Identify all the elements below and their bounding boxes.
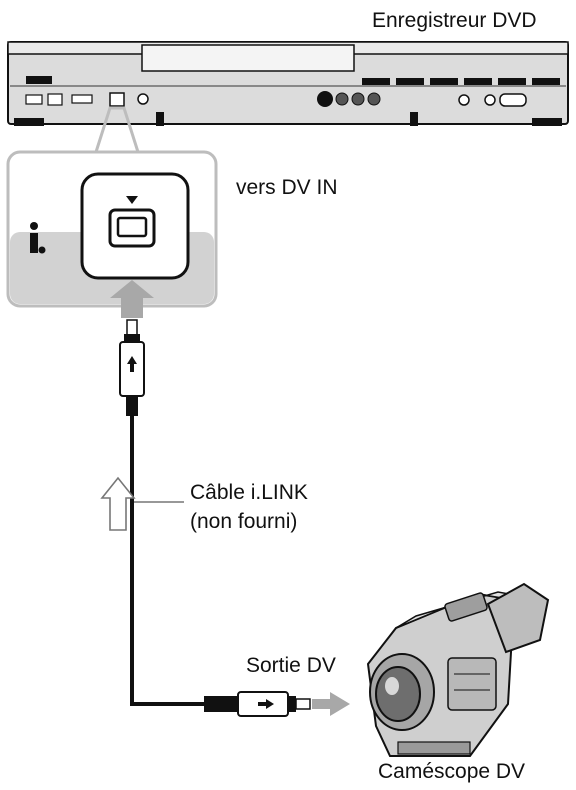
round-button-2 (484, 94, 496, 106)
camcorder-bottom (397, 741, 471, 755)
disc-tray (141, 44, 355, 72)
dv-out-label: Sortie DV (246, 654, 336, 677)
cable-label-line1: Câble i.LINK (190, 481, 308, 504)
av-jack-4 (367, 92, 381, 106)
top-plug-collar (124, 334, 140, 342)
bottom-plug-head (295, 698, 311, 710)
usb-port (71, 94, 93, 104)
viewfinder (486, 582, 550, 654)
bottom-plug-collar (288, 696, 296, 712)
top-plug-strain-relief (126, 396, 138, 416)
rocker-button (499, 93, 527, 107)
callout-connector (94, 106, 140, 153)
small-port (47, 93, 63, 106)
recorder-foot-mid-2 (410, 112, 418, 126)
recorder-label: Enregistreur DVD (372, 9, 537, 32)
camcorder-top-grip (444, 592, 488, 622)
power-button (26, 76, 52, 84)
control-button-3 (430, 78, 458, 85)
ilink-cable (100, 319, 350, 717)
arrow-right-icon (258, 699, 274, 709)
small-jack-1 (25, 94, 43, 105)
bottom-plug-strain-relief (204, 696, 238, 712)
round-button-1 (458, 94, 470, 106)
control-button-2 (396, 78, 424, 85)
cable-line (130, 416, 210, 706)
lens-glass (375, 666, 421, 722)
side-panel (447, 657, 497, 711)
recorder-foot-mid-1 (156, 112, 164, 126)
arrow-up-icon (127, 356, 137, 372)
av-jack-3 (351, 92, 365, 106)
cable-label-line2: (non fourni) (190, 510, 298, 533)
dv-in-label: vers DV IN (236, 176, 338, 199)
hollow-arrow-up-icon (100, 476, 136, 531)
av-jack-2 (335, 92, 349, 106)
recorder-foot-left (14, 118, 44, 126)
round-jack (137, 93, 149, 105)
dv-out-direction-arrow (312, 692, 350, 716)
camcorder-label: Caméscope DV (378, 760, 526, 783)
recorder-foot-right (532, 118, 562, 126)
control-button-4 (464, 78, 492, 85)
triangle-down-icon (126, 196, 138, 204)
dv-in-port-small (109, 92, 125, 107)
top-plug-head (126, 319, 138, 337)
dv-in-socket-inner (116, 216, 148, 238)
plug-direction-arrow (110, 280, 154, 318)
dv-in-callout (6, 106, 218, 318)
control-button-6 (532, 78, 560, 85)
control-button-5 (498, 78, 526, 85)
dvd-recorder (7, 41, 569, 126)
dv-camcorder (366, 582, 550, 757)
control-button-1 (362, 78, 390, 85)
i-link-icon (30, 222, 46, 254)
av-jack-1 (317, 91, 333, 107)
lens-highlight (385, 677, 399, 695)
